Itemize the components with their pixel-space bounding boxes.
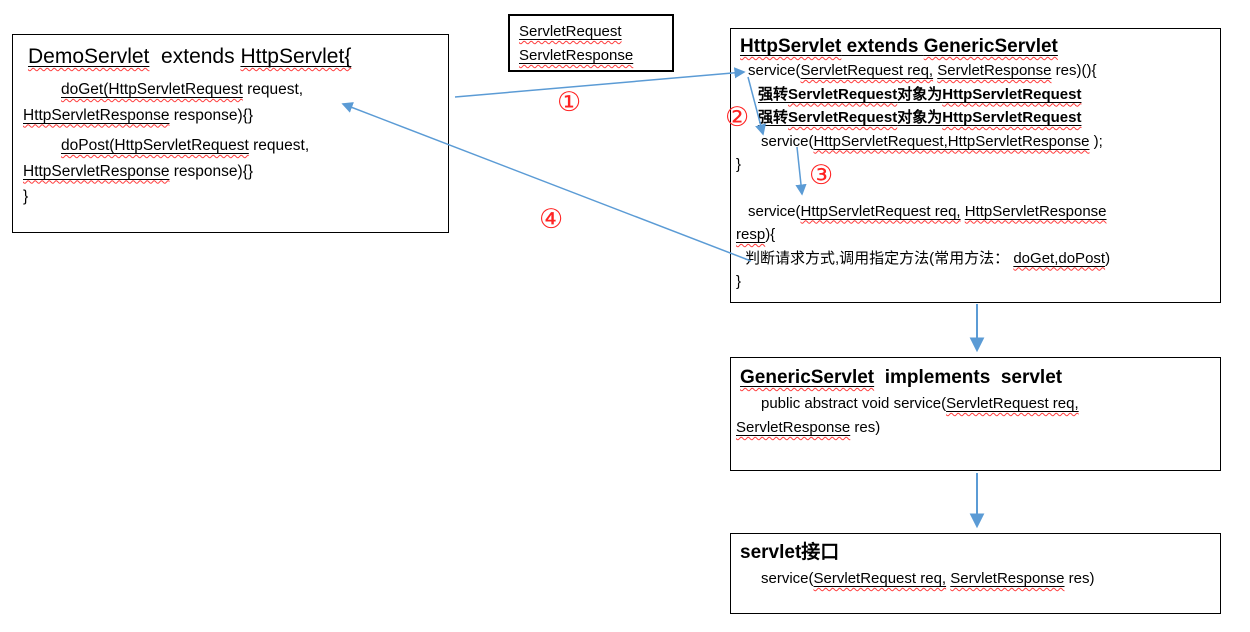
step-4-marker: ④: [539, 204, 564, 235]
arrow-step1-demo-to-httpservlet: [454, 67, 746, 98]
servlet-interface-code: service(ServletRequest req, ServletRespo…: [736, 567, 1215, 591]
servlet-interface-box: servlet接口 service(ServletRequest req, Se…: [730, 533, 1221, 614]
step-3-marker: ③: [809, 160, 834, 191]
code-line: ServletRequest: [519, 23, 622, 40]
http-servlet-box: HttpServlet extends GenericServlet servi…: [730, 28, 1221, 303]
code-line: doGet(HttpServletRequest request,: [61, 81, 304, 98]
generic-servlet-code: public abstract void service(ServletRequ…: [736, 392, 1215, 440]
code-line: service(HttpServletRequest req, HttpServ…: [748, 202, 1107, 220]
code-line: }: [23, 188, 29, 205]
code-line: }: [736, 273, 742, 290]
code-line: 强转ServletRequest对象为HttpServletRequest: [758, 85, 1082, 103]
http-servlet-code: service(ServletRequest req, ServletRespo…: [736, 59, 1215, 294]
code-line: resp){: [736, 226, 776, 243]
code-line: }: [736, 156, 742, 173]
demo-servlet-code: doGet(HttpServletRequest request, HttpSer…: [23, 77, 438, 210]
code-line: ServletResponse res): [736, 419, 881, 436]
code-line: HttpServletResponse response){}: [23, 106, 254, 124]
code-line: public abstract void service(ServletRequ…: [761, 395, 1079, 412]
code-line: doPost(HttpServletRequest request,: [61, 137, 310, 154]
generic-servlet-title: GenericServlet implements servlet: [740, 367, 1063, 388]
code-line: service(HttpServletRequest,HttpServletRe…: [761, 132, 1103, 150]
code-line: 判断请求方式,调用指定方法(常用方法： doGet,doPost): [745, 249, 1111, 267]
generic-servlet-box: GenericServlet implements servlet public…: [730, 357, 1221, 471]
code-line: service(ServletRequest req, ServletRespo…: [761, 570, 1095, 587]
code-line: service(ServletRequest req, ServletRespo…: [748, 62, 1097, 79]
step-2-marker: ②: [725, 102, 750, 133]
code-line: HttpServletResponse response){}: [23, 162, 254, 180]
servlet-interface-title: servlet接口: [740, 542, 840, 563]
demo-servlet-box: DemoServlet extends HttpServlet{ doGet(H…: [12, 34, 449, 233]
http-servlet-title: HttpServlet extends GenericServlet: [740, 36, 1058, 57]
code-line: 强转ServletRequest对象为HttpServletRequest: [758, 109, 1082, 126]
demo-servlet-title: DemoServlet extends HttpServlet{: [28, 45, 352, 68]
code-line: ServletResponse: [519, 47, 634, 64]
step-1-marker: ①: [557, 87, 582, 118]
